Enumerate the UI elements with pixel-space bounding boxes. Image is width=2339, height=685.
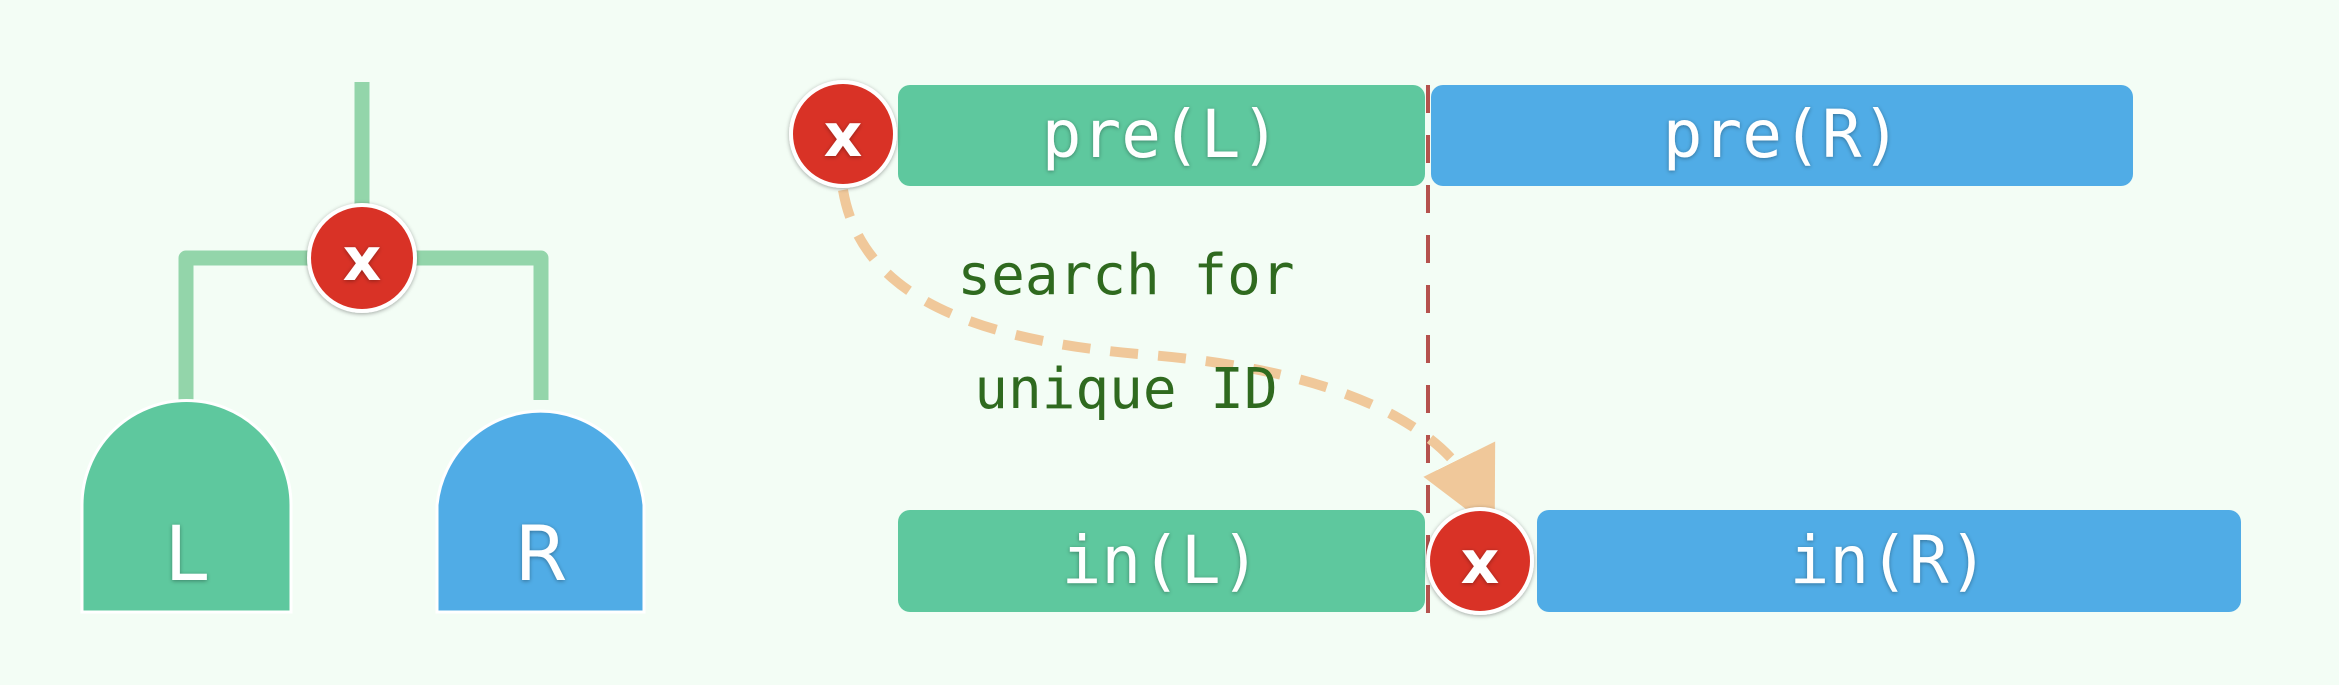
in-right-block: [1537, 510, 2241, 612]
inorder-row: in(L) in(R): [898, 510, 2241, 612]
tree-root-label: x: [343, 225, 382, 295]
tree-root-node: [307, 203, 417, 313]
in-root-label: x: [1461, 528, 1500, 598]
annotation-line-2: unique ID: [974, 357, 1277, 422]
left-subtree-shape: [80, 399, 293, 614]
in-left-label: in(L): [1062, 522, 1261, 599]
right-subtree-label: R: [515, 509, 568, 598]
annotation-line-1: search for: [957, 243, 1294, 308]
in-root-node: [1426, 507, 1534, 615]
pre-left-label: pre(L): [1042, 96, 1280, 173]
preorder-row: pre(L) pre(R): [898, 85, 2133, 186]
pre-root-label: x: [824, 101, 863, 171]
pre-root-node: [789, 80, 897, 188]
right-subtree-shape: [435, 409, 646, 614]
search-arrow: [838, 189, 1496, 531]
pre-right-label: pre(R): [1663, 96, 1901, 173]
in-left-block: [898, 510, 1425, 612]
in-right-label: in(R): [1790, 522, 1989, 599]
binary-tree: L R x: [80, 82, 646, 614]
pre-left-block: [898, 85, 1425, 186]
pre-right-block: [1431, 85, 2133, 186]
left-subtree-label: L: [165, 509, 207, 598]
